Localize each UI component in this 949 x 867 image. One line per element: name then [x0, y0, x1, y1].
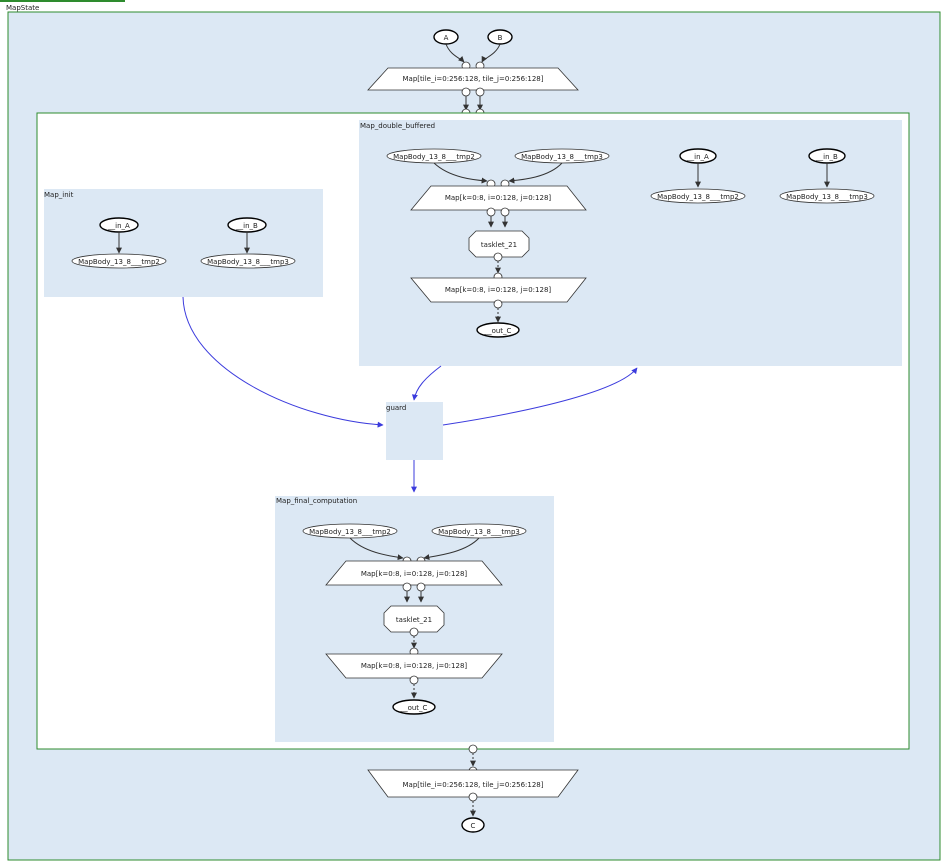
svg-text:MapBody_13_8___tmp3: MapBody_13_8___tmp3: [207, 258, 289, 266]
mdb-dst-tmp3[interactable]: [779, 188, 875, 204]
svg-text:__in_A: __in_A: [686, 153, 709, 161]
edge-db-to-guard: [411, 365, 442, 401]
edge-guard-to-db: [442, 367, 638, 426]
outer-top: A B Map[tile_i=0:256:128, tile_j=0:256:1…: [367, 29, 579, 118]
map-init-state: Map_init __in_A __in_B MapBody_13_8___tm…: [44, 189, 323, 297]
mdb-map-entry[interactable]: [410, 185, 587, 211]
svg-text:__in_B: __in_B: [235, 222, 258, 230]
mfc-out-c[interactable]: [392, 699, 436, 715]
svg-text:MapBody_13_8___tmp2: MapBody_13_8___tmp2: [309, 528, 391, 536]
svg-text:MapBody_13_8___tmp2: MapBody_13_8___tmp2: [78, 258, 160, 266]
mdb-out-c[interactable]: [476, 322, 520, 338]
access-node-a-label: A: [444, 34, 449, 42]
svg-text:__out_C: __out_C: [484, 327, 512, 335]
svg-text:tasklet_21: tasklet_21: [481, 241, 517, 249]
access-node-b-label: B: [498, 34, 503, 42]
mfc-map-exit[interactable]: [325, 653, 503, 679]
map-init-tmp2[interactable]: [71, 253, 167, 269]
mdb-tasklet[interactable]: [468, 230, 530, 258]
svg-text:Map[k=0:8, i=0:128, j=0:128]: Map[k=0:8, i=0:128, j=0:128]: [445, 194, 552, 202]
svg-text:Map[k=0:8, i=0:128, j=0:128]: Map[k=0:8, i=0:128, j=0:128]: [445, 286, 552, 294]
access-node-c-label: C: [471, 822, 476, 830]
map-double-buffered-label: Map_double_buffered: [360, 122, 435, 130]
mdb-map-exit[interactable]: [410, 277, 587, 303]
outer-map-exit-label: Map[tile_i=0:256:128, tile_j=0:256:128]: [403, 781, 544, 789]
svg-text:tasklet_21: tasklet_21: [396, 616, 432, 624]
outer-map-exit[interactable]: [367, 769, 579, 798]
state-label: MapState: [6, 4, 39, 12]
map-final-computation-label: Map_final_computation: [276, 497, 357, 505]
map-init-tmp3[interactable]: [200, 253, 296, 269]
svg-text:MapBody_13_8___tmp3: MapBody_13_8___tmp3: [786, 193, 868, 201]
svg-text:Map[k=0:8, i=0:128, j=0:128]: Map[k=0:8, i=0:128, j=0:128]: [361, 662, 468, 670]
mfc-tasklet[interactable]: [383, 605, 445, 633]
svg-text:__in_B: __in_B: [815, 153, 838, 161]
svg-text:MapBody_13_8___tmp2: MapBody_13_8___tmp2: [393, 153, 475, 161]
svg-text:__out_C: __out_C: [400, 704, 428, 712]
svg-text:MapBody_13_8___tmp2: MapBody_13_8___tmp2: [657, 193, 739, 201]
access-node-c[interactable]: [461, 817, 485, 833]
svg-text:Map[k=0:8, i=0:128, j=0:128]: Map[k=0:8, i=0:128, j=0:128]: [361, 570, 468, 578]
svg-text:MapBody_13_8___tmp3: MapBody_13_8___tmp3: [521, 153, 603, 161]
outer-map-entry-label: Map[tile_i=0:256:128, tile_j=0:256:128]: [403, 75, 544, 83]
svg-text:__in_A: __in_A: [107, 222, 130, 230]
map-double-buffered-state: Map_double_buffered MapBody_13_8___tmp2 …: [359, 120, 902, 366]
edge-init-to-guard: [182, 296, 384, 428]
mdb-dst-tmp2[interactable]: [650, 188, 746, 204]
mfc-map-entry[interactable]: [325, 560, 503, 586]
map-init-label: Map_init: [44, 191, 74, 199]
interstate-edges: [182, 296, 638, 493]
map-final-computation-state: Map_final_computation MapBody_13_8___tmp…: [275, 496, 554, 742]
outer-map-entry[interactable]: [367, 67, 579, 91]
guard-label: guard: [386, 404, 406, 412]
svg-text:MapBody_13_8___tmp3: MapBody_13_8___tmp3: [438, 528, 520, 536]
outer-bottom: Map[tile_i=0:256:128, tile_j=0:256:128] …: [367, 744, 579, 833]
guard-state[interactable]: guard: [386, 402, 443, 460]
